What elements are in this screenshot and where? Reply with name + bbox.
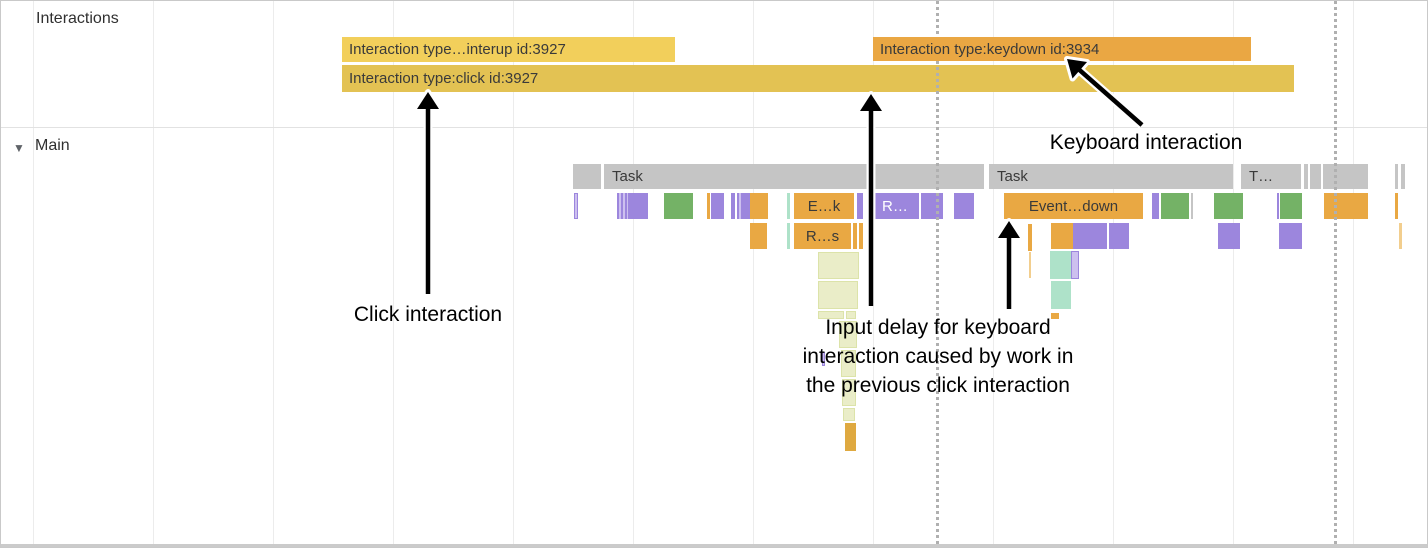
flame-segment[interactable]	[842, 379, 856, 406]
flame-segment[interactable]	[628, 193, 648, 219]
flame-segment[interactable]	[737, 193, 743, 219]
flame-segment[interactable]	[954, 193, 974, 219]
input-delay-line-1: Input delay for keyboard	[825, 316, 1051, 339]
task-bar-label: Task	[612, 168, 643, 185]
flame-segment[interactable]: R…	[874, 193, 919, 219]
click-interaction-annotation: Click interaction	[353, 303, 503, 326]
interaction-bar-label: Interaction type:keydown id:3934	[880, 40, 1100, 58]
bottom-scrollbar-track[interactable]	[1, 544, 1427, 547]
main-track-label[interactable]: Main	[35, 137, 70, 154]
flame-segment[interactable]	[843, 408, 855, 421]
flame-segment[interactable]	[1051, 281, 1071, 309]
gridline	[633, 1, 634, 544]
flame-segment[interactable]	[711, 193, 724, 219]
flame-segment[interactable]	[731, 193, 735, 219]
flame-segment[interactable]	[1029, 252, 1031, 278]
flame-segment[interactable]	[859, 223, 863, 249]
gridline	[753, 1, 754, 544]
flame-segment[interactable]	[818, 311, 844, 319]
flame-segment[interactable]	[1277, 193, 1279, 219]
flame-segment[interactable]	[1051, 313, 1059, 319]
input-delay-line-2: interaction caused by work in	[802, 345, 1074, 368]
flame-segment[interactable]	[1109, 223, 1129, 249]
gridline	[1233, 1, 1234, 544]
flame-segment-label: R…s	[805, 227, 840, 245]
task-bar[interactable]	[1401, 164, 1405, 189]
flame-segment[interactable]	[1073, 223, 1107, 249]
flame-segment[interactable]	[1280, 193, 1302, 219]
flame-segment[interactable]	[857, 193, 863, 219]
gridline	[513, 1, 514, 544]
flame-segment[interactable]	[743, 193, 750, 219]
flame-segment[interactable]	[921, 193, 943, 219]
dotted-marker-line	[1334, 1, 1337, 544]
interaction-bar-label: Interaction type…interup id:3927	[349, 41, 566, 58]
flame-segment[interactable]	[846, 311, 856, 319]
input-delay-line-3: the previous click interaction	[806, 374, 1070, 397]
flame-segment[interactable]	[1214, 193, 1243, 219]
flame-segment[interactable]	[787, 193, 790, 219]
task-bar-label: Task	[997, 168, 1028, 185]
flame-segment[interactable]	[750, 193, 768, 219]
flame-segment[interactable]	[1071, 251, 1079, 279]
flame-segment-label: Event…down	[1028, 197, 1119, 215]
gridline	[33, 1, 34, 544]
dotted-marker-line	[936, 1, 939, 544]
interaction-bar[interactable]: Interaction type:keydown id:3934	[873, 37, 1251, 61]
flame-segment[interactable]: E…k	[794, 193, 854, 219]
flame-segment[interactable]	[822, 352, 825, 366]
flame-segment-label: E…k	[807, 197, 841, 215]
flame-segment[interactable]	[1152, 193, 1159, 219]
flame-segment[interactable]	[574, 193, 578, 219]
track-separator	[1, 127, 1427, 128]
task-bar[interactable]	[1323, 164, 1368, 189]
flame-segment[interactable]	[1399, 223, 1402, 249]
flame-segment[interactable]	[617, 193, 628, 219]
task-bar[interactable]: Task	[989, 164, 1233, 189]
flame-segment-label: R…	[882, 197, 908, 215]
task-bar[interactable]: Task	[604, 164, 869, 189]
collapse-triangle-icon[interactable]: ▼	[13, 141, 25, 155]
flame-segment[interactable]	[818, 252, 859, 279]
task-bar[interactable]	[875, 164, 984, 189]
flame-segment[interactable]	[853, 223, 857, 249]
task-bar[interactable]	[1304, 164, 1308, 189]
gridline	[153, 1, 154, 544]
flame-segment[interactable]	[1324, 193, 1368, 219]
flame-segment[interactable]	[841, 350, 856, 377]
interaction-bar-label: Interaction type:click id:3927	[349, 70, 539, 87]
gridline	[393, 1, 394, 544]
task-bar[interactable]	[1191, 193, 1193, 219]
flame-segment[interactable]	[1051, 223, 1073, 249]
flame-segment[interactable]	[1028, 224, 1032, 251]
flame-segment[interactable]	[664, 193, 693, 219]
flame-segment[interactable]	[787, 223, 790, 249]
task-bar[interactable]	[573, 164, 601, 189]
flame-segment[interactable]	[1161, 193, 1189, 219]
flame-segment[interactable]	[707, 193, 710, 219]
gridline	[993, 1, 994, 544]
flame-segment[interactable]	[818, 281, 858, 309]
task-bar[interactable]: T…	[1241, 164, 1301, 189]
flame-segment[interactable]	[1395, 193, 1398, 219]
flame-segment[interactable]	[750, 223, 767, 249]
flame-segment[interactable]	[1218, 223, 1240, 249]
flame-segment[interactable]	[1050, 251, 1071, 279]
flame-segment[interactable]: R…s	[794, 223, 851, 249]
flame-segment[interactable]: Event…down	[1004, 193, 1143, 219]
flame-segment[interactable]	[1279, 223, 1302, 249]
interactions-track-label: Interactions	[36, 10, 119, 27]
task-bar[interactable]	[1395, 164, 1398, 189]
gridline	[1113, 1, 1114, 544]
interaction-bar[interactable]: Interaction type:click id:3927	[342, 65, 1294, 92]
gridline	[1353, 1, 1354, 544]
keyboard-interaction-annotation: Keyboard interaction	[1049, 131, 1243, 154]
flame-segment[interactable]	[839, 321, 857, 348]
flame-segment[interactable]	[845, 423, 856, 451]
gridline	[273, 1, 274, 544]
interaction-bar[interactable]: Interaction type…interup id:3927	[342, 37, 675, 62]
task-bar-label: T…	[1249, 168, 1274, 185]
task-bar[interactable]	[1310, 164, 1321, 189]
input-delay-annotation: Input delay for keyboard interaction cau…	[803, 313, 1074, 400]
